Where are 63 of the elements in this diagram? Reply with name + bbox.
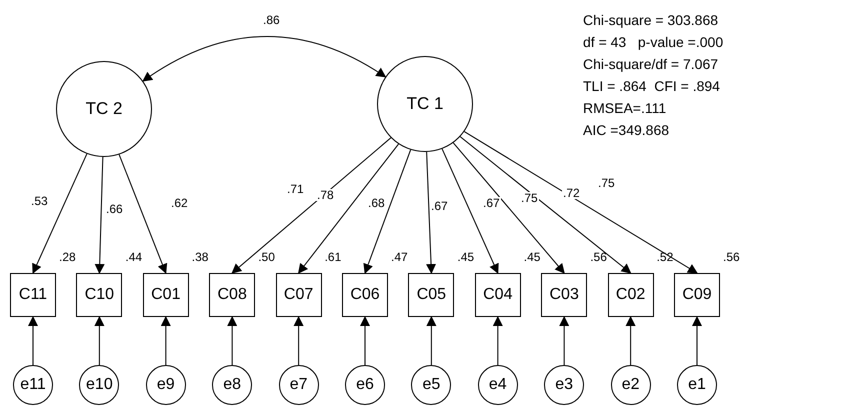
arrow [363,149,412,274]
r-squared-value: .56 [590,251,607,263]
observed-variable-box: C08 [209,273,256,317]
observed-variable-box: C02 [608,273,654,317]
edge-label: .67 [430,200,449,212]
arrow [426,316,436,366]
observed-variable-box: C07 [276,273,322,317]
arrow [442,148,499,274]
fit-statistic: AIC =349.868 [583,121,670,139]
edge-label: .72 [562,187,581,199]
arrow [227,316,238,366]
edge-label: .71 [286,183,305,195]
r-squared-value: .50 [258,251,275,263]
arrow [298,144,399,274]
r-squared-value: .38 [192,251,208,263]
observed-variable-box: C05 [408,273,454,317]
r-squared-value: .61 [324,251,342,263]
edge-label: .68 [367,197,386,209]
arrow [452,142,565,274]
observed-variable-box: C04 [474,273,521,317]
arrow [426,151,436,274]
edge-label: .67 [482,197,501,209]
covariance-arrow [142,36,386,82]
arrow [118,154,168,274]
fit-statistic: RMSEA=.111 [583,99,668,117]
fit-statistic: Chi-square = 303.868 [583,11,720,29]
r-squared-value: .45 [524,251,540,263]
edge-label: .75 [520,192,539,204]
arrow [160,316,171,366]
observed-variable-box: C06 [342,273,388,317]
fit-statistic: df = 43 p-value =.000 [583,33,724,51]
edge-label: .66 [105,203,124,215]
arrow [360,316,370,366]
observed-variable-box: C03 [541,273,588,317]
observed-variable-box: C01 [142,273,189,317]
arrow [294,316,304,366]
r-squared-value: .28 [59,251,76,263]
arrow [231,137,392,274]
arrow [464,131,698,274]
edge-label: .86 [262,14,281,26]
fit-statistic: TLI = .864 CFI = .894 [583,77,721,95]
arrow [692,316,702,366]
observed-variable-box: C09 [674,273,720,317]
r-squared-value: .44 [125,251,142,263]
r-squared-value: .45 [457,251,474,263]
arrow [460,136,632,274]
r-squared-value: .47 [391,251,408,263]
arrow [559,316,570,366]
arrow [492,316,503,366]
arrow [94,316,104,366]
arrow [32,153,88,274]
edge-label: .62 [170,197,189,209]
observed-variable-box: C11 [10,273,56,317]
r-squared-value: .52 [656,251,674,263]
fit-statistic: Chi-square/df = 7.067 [583,55,720,73]
observed-variable-box: C10 [76,273,122,317]
arrow [626,316,636,366]
edge-label: .75 [597,177,616,189]
r-squared-value: .56 [723,251,740,263]
edge-label: .53 [30,195,49,207]
edge-label: .78 [316,189,335,201]
arrow [28,316,38,366]
arrow [94,156,105,274]
